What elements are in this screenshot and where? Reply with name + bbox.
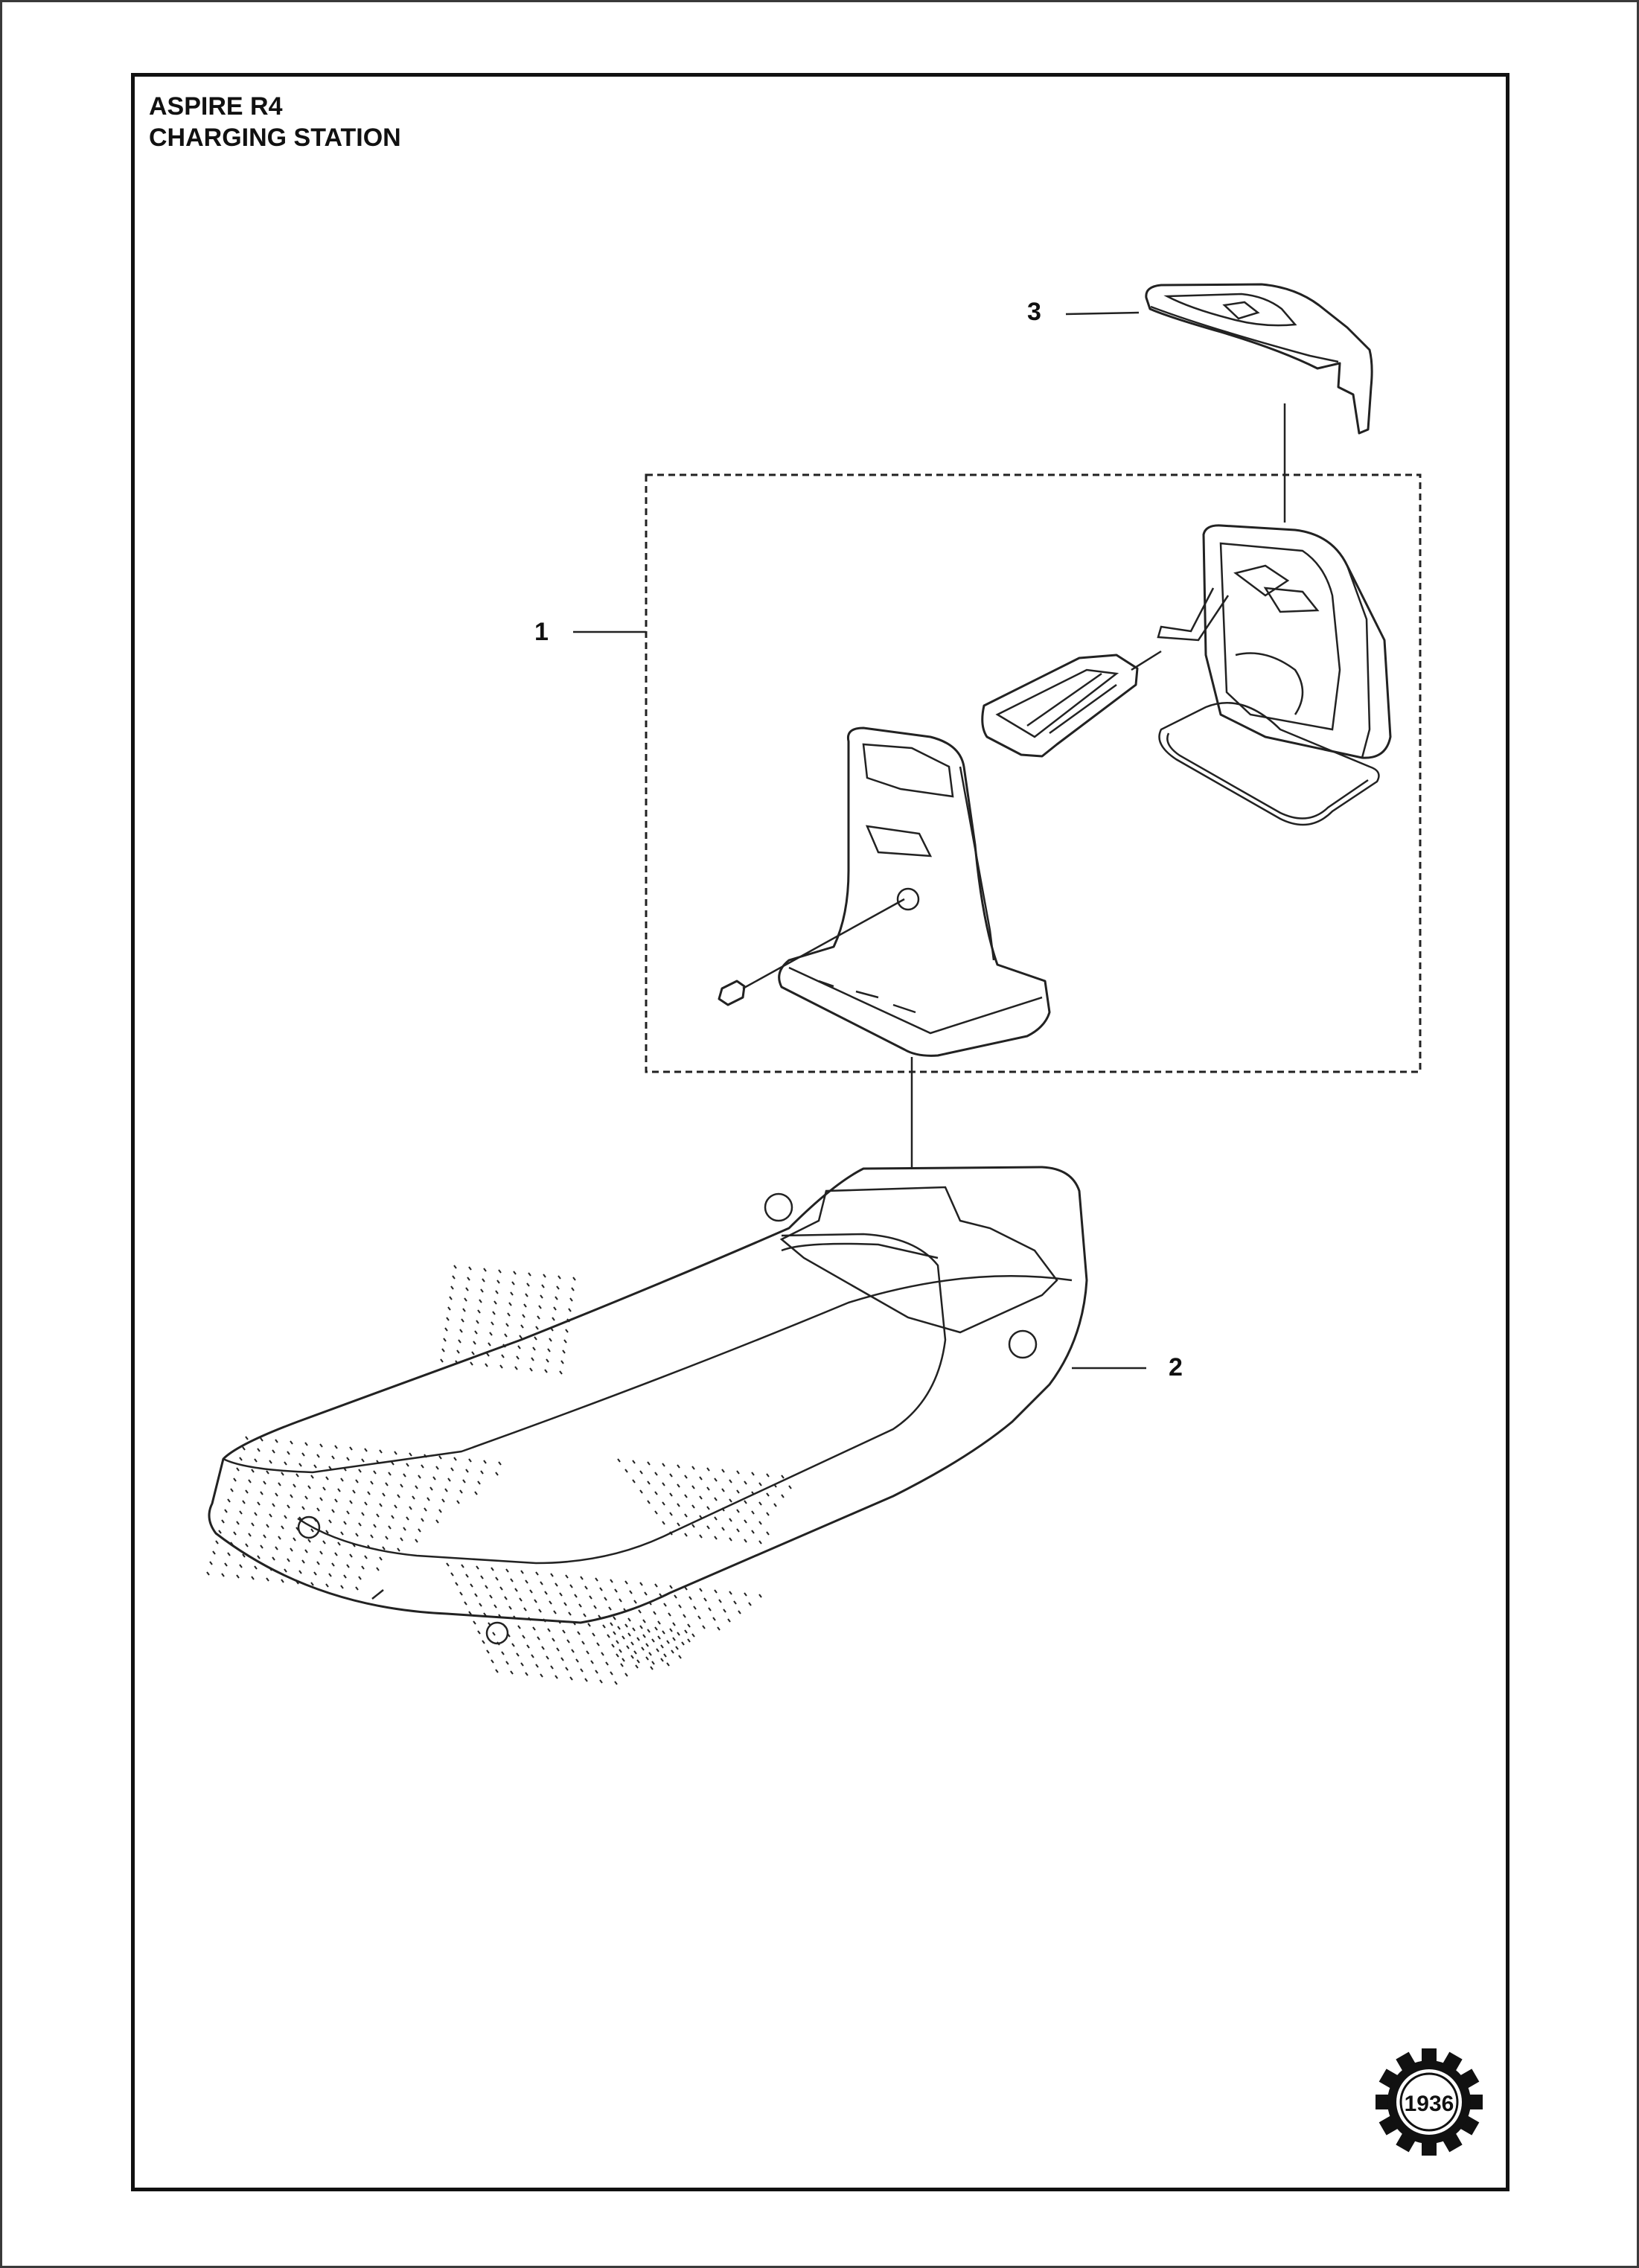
part-charging-post[interactable]	[778, 726, 1051, 1057]
base-grip-pattern	[206, 1265, 792, 1685]
title-model: ASPIRE R4	[149, 92, 283, 121]
callout-2[interactable]: 2	[1169, 1353, 1183, 1381]
part-contact-housing[interactable]	[1157, 524, 1392, 826]
assembly-group-box	[645, 473, 1422, 1073]
assembly-line-plate	[1131, 650, 1162, 671]
part-top-cover[interactable]	[1145, 283, 1373, 435]
page-title: ASPIRE R4 CHARGING STATION	[149, 91, 401, 153]
gear-emblem-icon	[1376, 2048, 1483, 2156]
callout-3[interactable]: 3	[1027, 298, 1041, 326]
part-base-plate[interactable]	[208, 1166, 1088, 1645]
leader-line-3	[1065, 311, 1140, 316]
callout-1[interactable]: 1	[534, 618, 549, 646]
part-contact-plate[interactable]	[981, 650, 1162, 758]
part-screw[interactable]	[718, 898, 905, 1006]
drawing-frame	[131, 73, 1509, 2191]
logo-text: 1936	[1405, 2092, 1454, 2116]
title-section: CHARGING STATION	[149, 124, 401, 152]
